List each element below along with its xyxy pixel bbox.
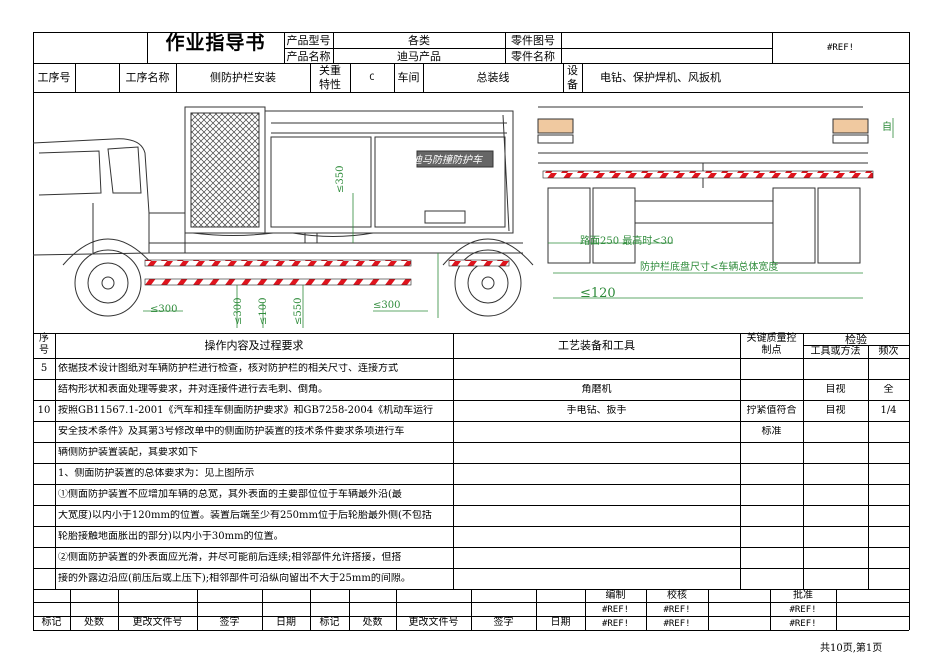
row-content: 1、侧面防护装置的总体要求为：见上图所示 [58,468,255,479]
revision-sign-label: 签字 [219,617,240,628]
row-method: 目视 [825,384,846,395]
revision-mark-label: 标记 [41,617,62,628]
row-content: 大宽度)以内小于120mm的位置。装置后端至少有250mm位于后轮胎最外侧(不包… [58,510,432,521]
tools-header: 工艺装备和工具 [558,339,635,352]
part-drawing-label: 零件图号 [511,34,555,47]
key-point-header-1: 关键质量控 [746,333,797,344]
method-header: 工具或方法 [810,346,861,357]
part-name-label: 零件名称 [511,50,555,63]
dim-label-front: ≤300 [150,304,178,315]
row-tool: 角磨机 [581,384,612,395]
revision-mark-label-2: 标记 [319,617,340,628]
document-title: 作业指导书 [165,32,266,54]
dim-label-rear-gap: ≤300 [373,300,401,311]
row-content: 辆侧防护装置装配，其要求如下 [58,447,198,458]
compile-ref-2: #REF! [601,619,630,629]
revision-date-label-2: 日期 [550,617,571,628]
row-content: ①侧面防护装置不应增加车辆的总宽，其外表面的主要部位位于车辆最外沿(最 [58,489,402,500]
process-name-label: 工序名称 [125,71,170,84]
compile-ref-1: #REF! [601,605,630,615]
dim-label-lower-b: ≤550 [293,297,304,325]
key-char-label-2: 特性 [319,78,341,91]
page-counter: 共10页,第1页 [820,643,883,654]
row-frequency: 全 [883,384,894,395]
key-point-header-2: 制点 [761,345,782,356]
side-guard-rail-lower [144,278,412,286]
rear-dim-label-b: 防护栏底盘尺寸<车辆总体宽度 [640,262,779,273]
key-char-value: C [369,73,375,83]
frequency-header: 频次 [878,346,899,357]
revision-count-label-2: 处数 [362,617,383,628]
installation-drawing [33,106,894,328]
rear-dim-label-c: ≤120 [580,286,616,301]
revision-doc-label: 更改文件号 [132,617,183,628]
dim-label-height: ≤350 [335,165,346,193]
review-ref-2: #REF! [663,619,691,629]
row-content: 安全技术条件》及其第3号修改单中的侧面防护装置的技术条件要求条项进行车 [58,426,405,437]
row-content: 轮胎接触地面胀出的部分)以内小于30mm的位置。 [58,531,284,542]
header-ref-error: #REF! [826,43,855,53]
rear-guard-bar [542,170,874,179]
product-model-value: 各类 [408,34,430,47]
dim-label-lower-a: ≤300 [233,297,244,325]
row-tool: 手电钻、扳手 [566,405,627,416]
process-name-value: 侧防护栏安装 [210,71,276,84]
side-dimension-lines [143,193,439,328]
equipment-value: 电钻、保护焊机、风扳机 [600,71,721,84]
approve-ref-2: #REF! [789,619,817,629]
row-content: 依据技术设计图纸对车辆防护栏进行检查，核对防护栏的相关尺寸、连接方式 [58,363,398,374]
rear-dimension-lines [548,118,894,299]
equipment-label-1: 设 [567,64,578,77]
truck-rear-view [537,106,869,264]
inspection-header: 检验 [845,333,867,346]
equipment-label-2: 备 [567,78,578,91]
row-content: 按照GB11567.1-2001《汽车和挂车侧面防护要求》和GB7258-200… [58,405,434,416]
workshop-label: 车间 [397,71,420,84]
row-content: ②侧面防护装置的外表面应光滑，并尽可能前后连续;相邻部件允许搭接，但搭 [58,552,402,563]
row-seq: 5 [40,363,48,374]
truck-banner-text: 迪马防撞防护车 [412,155,482,166]
seq-header-2: 号 [39,345,49,356]
workshop-value: 总装线 [476,71,510,84]
row-key-point: 标准 [761,426,782,437]
side-guard-rail-upper [144,259,412,267]
product-model-label: 产品型号 [286,34,331,47]
revision-doc-label-2: 更改文件号 [408,617,459,628]
approved-by-label: 批准 [793,590,813,601]
row-method: 目视 [825,405,846,416]
content-header: 操作内容及过程要求 [204,339,304,352]
review-ref-1: #REF! [663,605,691,615]
truck-side-view [33,106,534,317]
row-content: 接的外露边沿应(前压后或上压下);相邻部件可沿纵向留出不大于25mm的间隙。 [58,573,411,584]
row-key-point: 拧紧值符合 [746,405,797,416]
process-no-label: 工序号 [37,71,71,84]
rear-side-label: 自 [882,122,892,133]
rear-dim-label-a: 路面250 最高时<30 [580,236,674,247]
product-name-label: 产品名称 [286,50,331,63]
row-seq: 10 [37,405,51,416]
revision-count-label: 处数 [84,617,104,628]
compiled-by-label: 编制 [605,590,626,601]
dim-label-ground: ≤100 [258,297,269,325]
key-char-label-1: 关重 [319,64,341,77]
row-frequency: 1/4 [880,405,897,416]
revision-date-label: 日期 [276,617,296,628]
row-content: 结构形状和表面处理等要求，并对连接件进行去毛刺、倒角。 [58,384,328,395]
approve-ref-1: #REF! [789,605,817,615]
revision-sign-label-2: 签字 [493,617,514,628]
product-name-value: 迪马产品 [397,50,441,63]
checked-by-label: 校核 [667,590,687,601]
seq-header-1: 序 [39,333,49,344]
